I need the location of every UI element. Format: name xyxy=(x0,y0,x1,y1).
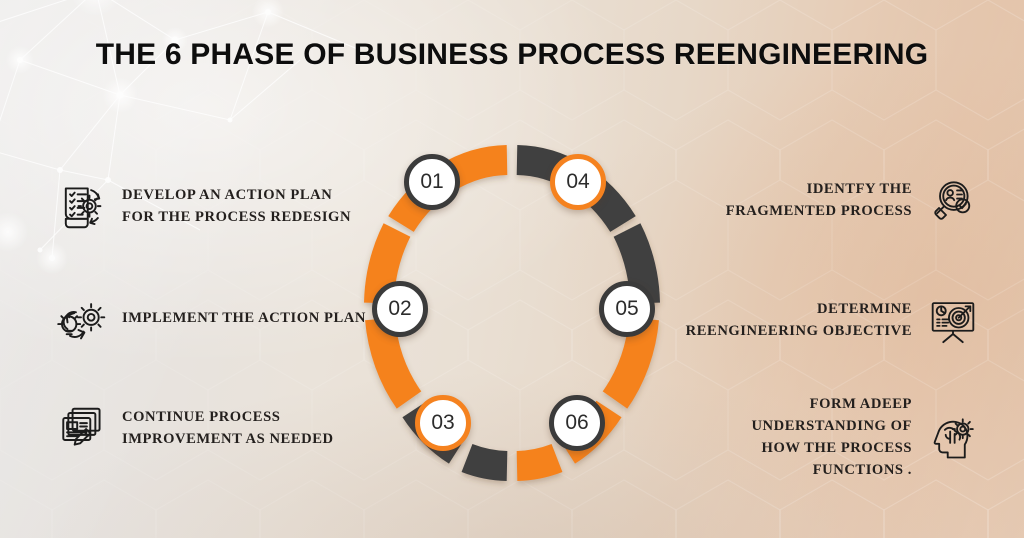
label-line: FRAGMENTED PROCESS xyxy=(725,203,912,219)
label-line: HOW THE PROCESS xyxy=(761,439,912,456)
phase-item-form-deep-understanding[interactable]: FORM ADEEP UNDERSTANDING OF HOW THE PROC… xyxy=(751,394,982,482)
phase-item-develop-action-plan[interactable]: DEVELOP AN ACTION PLAN FOR THE PROCESS R… xyxy=(52,178,351,236)
page-title: THE 6 PHASE OF BUSINESS PROCESS REENGINE… xyxy=(95,38,929,71)
segment-bottom-right-orange xyxy=(516,443,563,481)
label-line: CONTINUE PROCESS xyxy=(122,409,281,426)
label-line: IDENTFY THE xyxy=(806,181,912,198)
label-line: DETERMINE xyxy=(817,301,912,318)
checklist-gear-icon xyxy=(52,178,110,236)
phase-item-label: DEVELOP AN ACTION PLAN FOR THE PROCESS R… xyxy=(122,185,351,229)
phase-item-determine-reengineering-objective[interactable]: DETERMINE REENGINEERING OBJECTIVE xyxy=(686,292,982,350)
phase-node-04-label: 04 xyxy=(566,170,590,193)
phase-item-label: CONTINUE PROCESS IMPROVEMENT AS NEEDED xyxy=(122,407,334,451)
phase-item-identify-fragmented-process[interactable]: IDENTFY THE FRAGMENTED PROCESS xyxy=(726,172,982,230)
phase-node-02[interactable]: 02 xyxy=(372,281,428,337)
head-brain-gear-icon xyxy=(924,409,982,467)
label-line: FOR THE PROCESS REDESIGN xyxy=(122,209,352,225)
phase-item-label: FORM ADEEP UNDERSTANDING OF HOW THE PROC… xyxy=(751,394,912,482)
documents-pencil-icon xyxy=(52,400,110,458)
phase-node-03[interactable]: 03 xyxy=(415,395,471,451)
phase-node-06-label: 06 xyxy=(565,411,589,434)
segment-bottom-left-dark xyxy=(461,443,508,481)
phase-item-implement-action-plan[interactable]: IMPLEMENT THE ACTION PLAN xyxy=(52,290,366,348)
phase-item-label: DETERMINE REENGINEERING OBJECTIVE xyxy=(686,299,912,343)
magnifier-profile-check-icon xyxy=(924,172,982,230)
lightbulb-gear-icon xyxy=(52,290,110,348)
phase-node-01-label: 01 xyxy=(420,170,444,193)
phase-item-label: IDENTFY THE FRAGMENTED PROCESS xyxy=(726,179,912,223)
label-line: FORM ADEEP xyxy=(809,396,912,412)
phase-item-continue-improvement[interactable]: CONTINUE PROCESS IMPROVEMENT AS NEEDED xyxy=(52,400,334,458)
phase-node-05[interactable]: 05 xyxy=(599,281,655,337)
label-line: IMPROVEMENT AS NEEDED xyxy=(122,431,334,447)
phase-node-02-label: 02 xyxy=(388,297,412,320)
presentation-target-icon xyxy=(924,292,982,350)
label-line: FUNCTIONS . xyxy=(812,461,912,478)
phase-node-05-label: 05 xyxy=(615,297,639,320)
phase-item-label: IMPLEMENT THE ACTION PLAN xyxy=(122,308,366,330)
process-cycle-ring: 01 02 03 04 05 06 xyxy=(337,128,687,503)
phase-node-03-label: 03 xyxy=(431,411,455,434)
phase-node-04[interactable]: 04 xyxy=(550,154,606,210)
label-line: REENGINEERING OBJECTIVE xyxy=(685,323,912,339)
phase-node-01[interactable]: 01 xyxy=(404,154,460,210)
label-line: IMPLEMENT THE ACTION PLAN xyxy=(122,310,366,327)
label-line: DEVELOP AN ACTION PLAN xyxy=(122,187,333,204)
label-line: UNDERSTANDING OF xyxy=(751,417,912,434)
phase-node-06[interactable]: 06 xyxy=(549,395,605,451)
